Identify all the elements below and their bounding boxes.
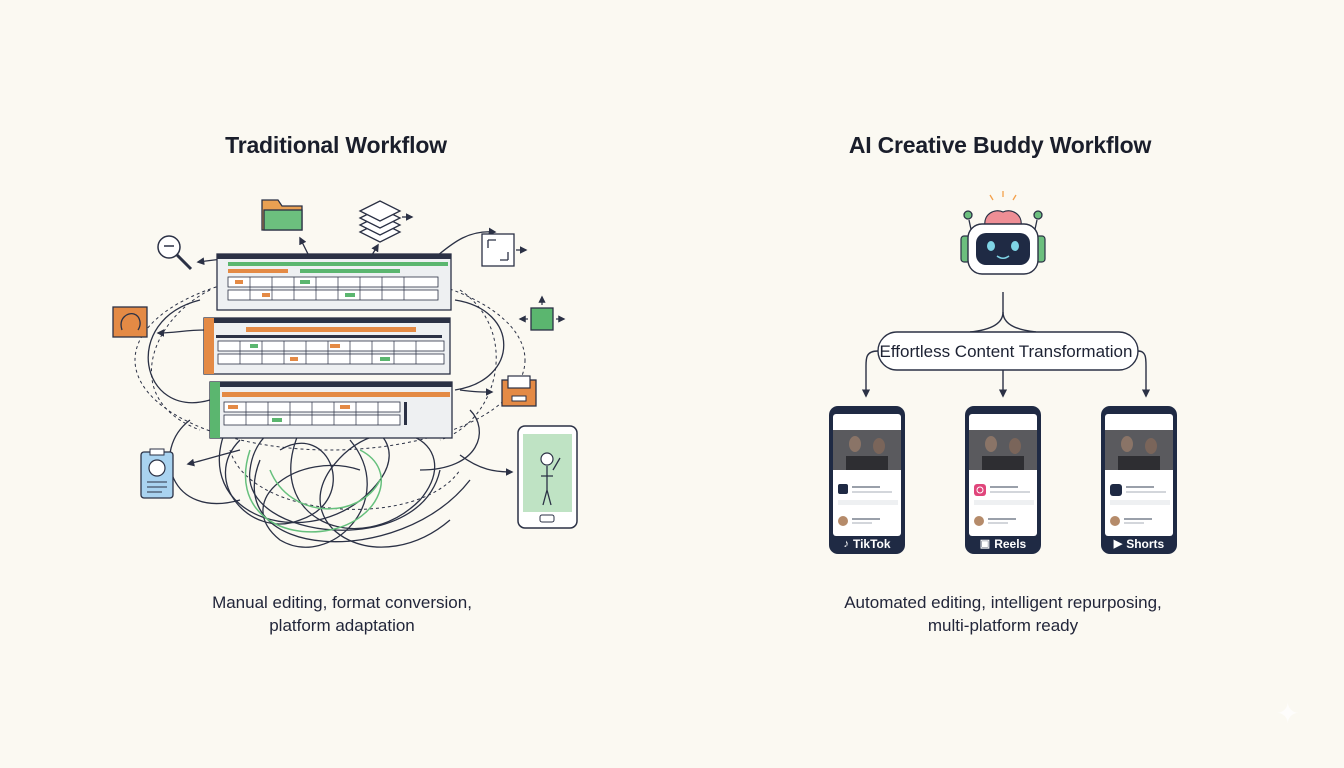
folder-icon [261,199,303,231]
green-loops [244,449,382,533]
radiating-arrows [156,227,514,476]
hub-label: Effortless Content Transformation [879,342,1133,361]
timeline-window-1 [216,253,452,311]
phone-shorts [1101,406,1177,554]
inbox-tray-icon [501,375,537,407]
clipboard-icon [140,448,174,499]
youtube-shorts-icon: ▶ [1113,538,1123,550]
layers-icon [358,200,414,243]
tiktok-icon: ♪ [843,538,849,550]
ai-workflow-title: AI Creative Buddy Workflow [848,132,1152,158]
instagram-reels-icon: ▣ [979,538,991,550]
dashed-loops [134,269,526,510]
rotate-icon [112,306,148,338]
smartphone-person-icon [517,425,578,529]
timeline-window-2 [203,317,451,375]
sparkle-icon: ✦ [1276,698,1300,729]
robot-icon [960,191,1046,275]
ai-flow-connectors [861,292,1151,398]
phone-label-tiktok: ♪ TikTok [843,537,891,551]
ai-caption: Automated editing, intelligent repurposi… [844,593,1162,635]
search-icon [157,235,193,271]
phone-reels [965,406,1041,554]
crop-resize-icon [481,233,528,267]
phone-tiktok [829,406,905,554]
traditional-workflow-panel: Traditional Workflow [225,132,447,158]
phone-label-shorts: ▶ Shorts [1113,537,1165,551]
traditional-workflow-title: Traditional Workflow [225,132,447,158]
move-icon [518,295,566,331]
phone-label-reels: ▣ Reels [979,537,1027,551]
traditional-caption: Manual editing, format conversion, platf… [212,593,472,635]
timeline-window-3 [209,381,453,439]
